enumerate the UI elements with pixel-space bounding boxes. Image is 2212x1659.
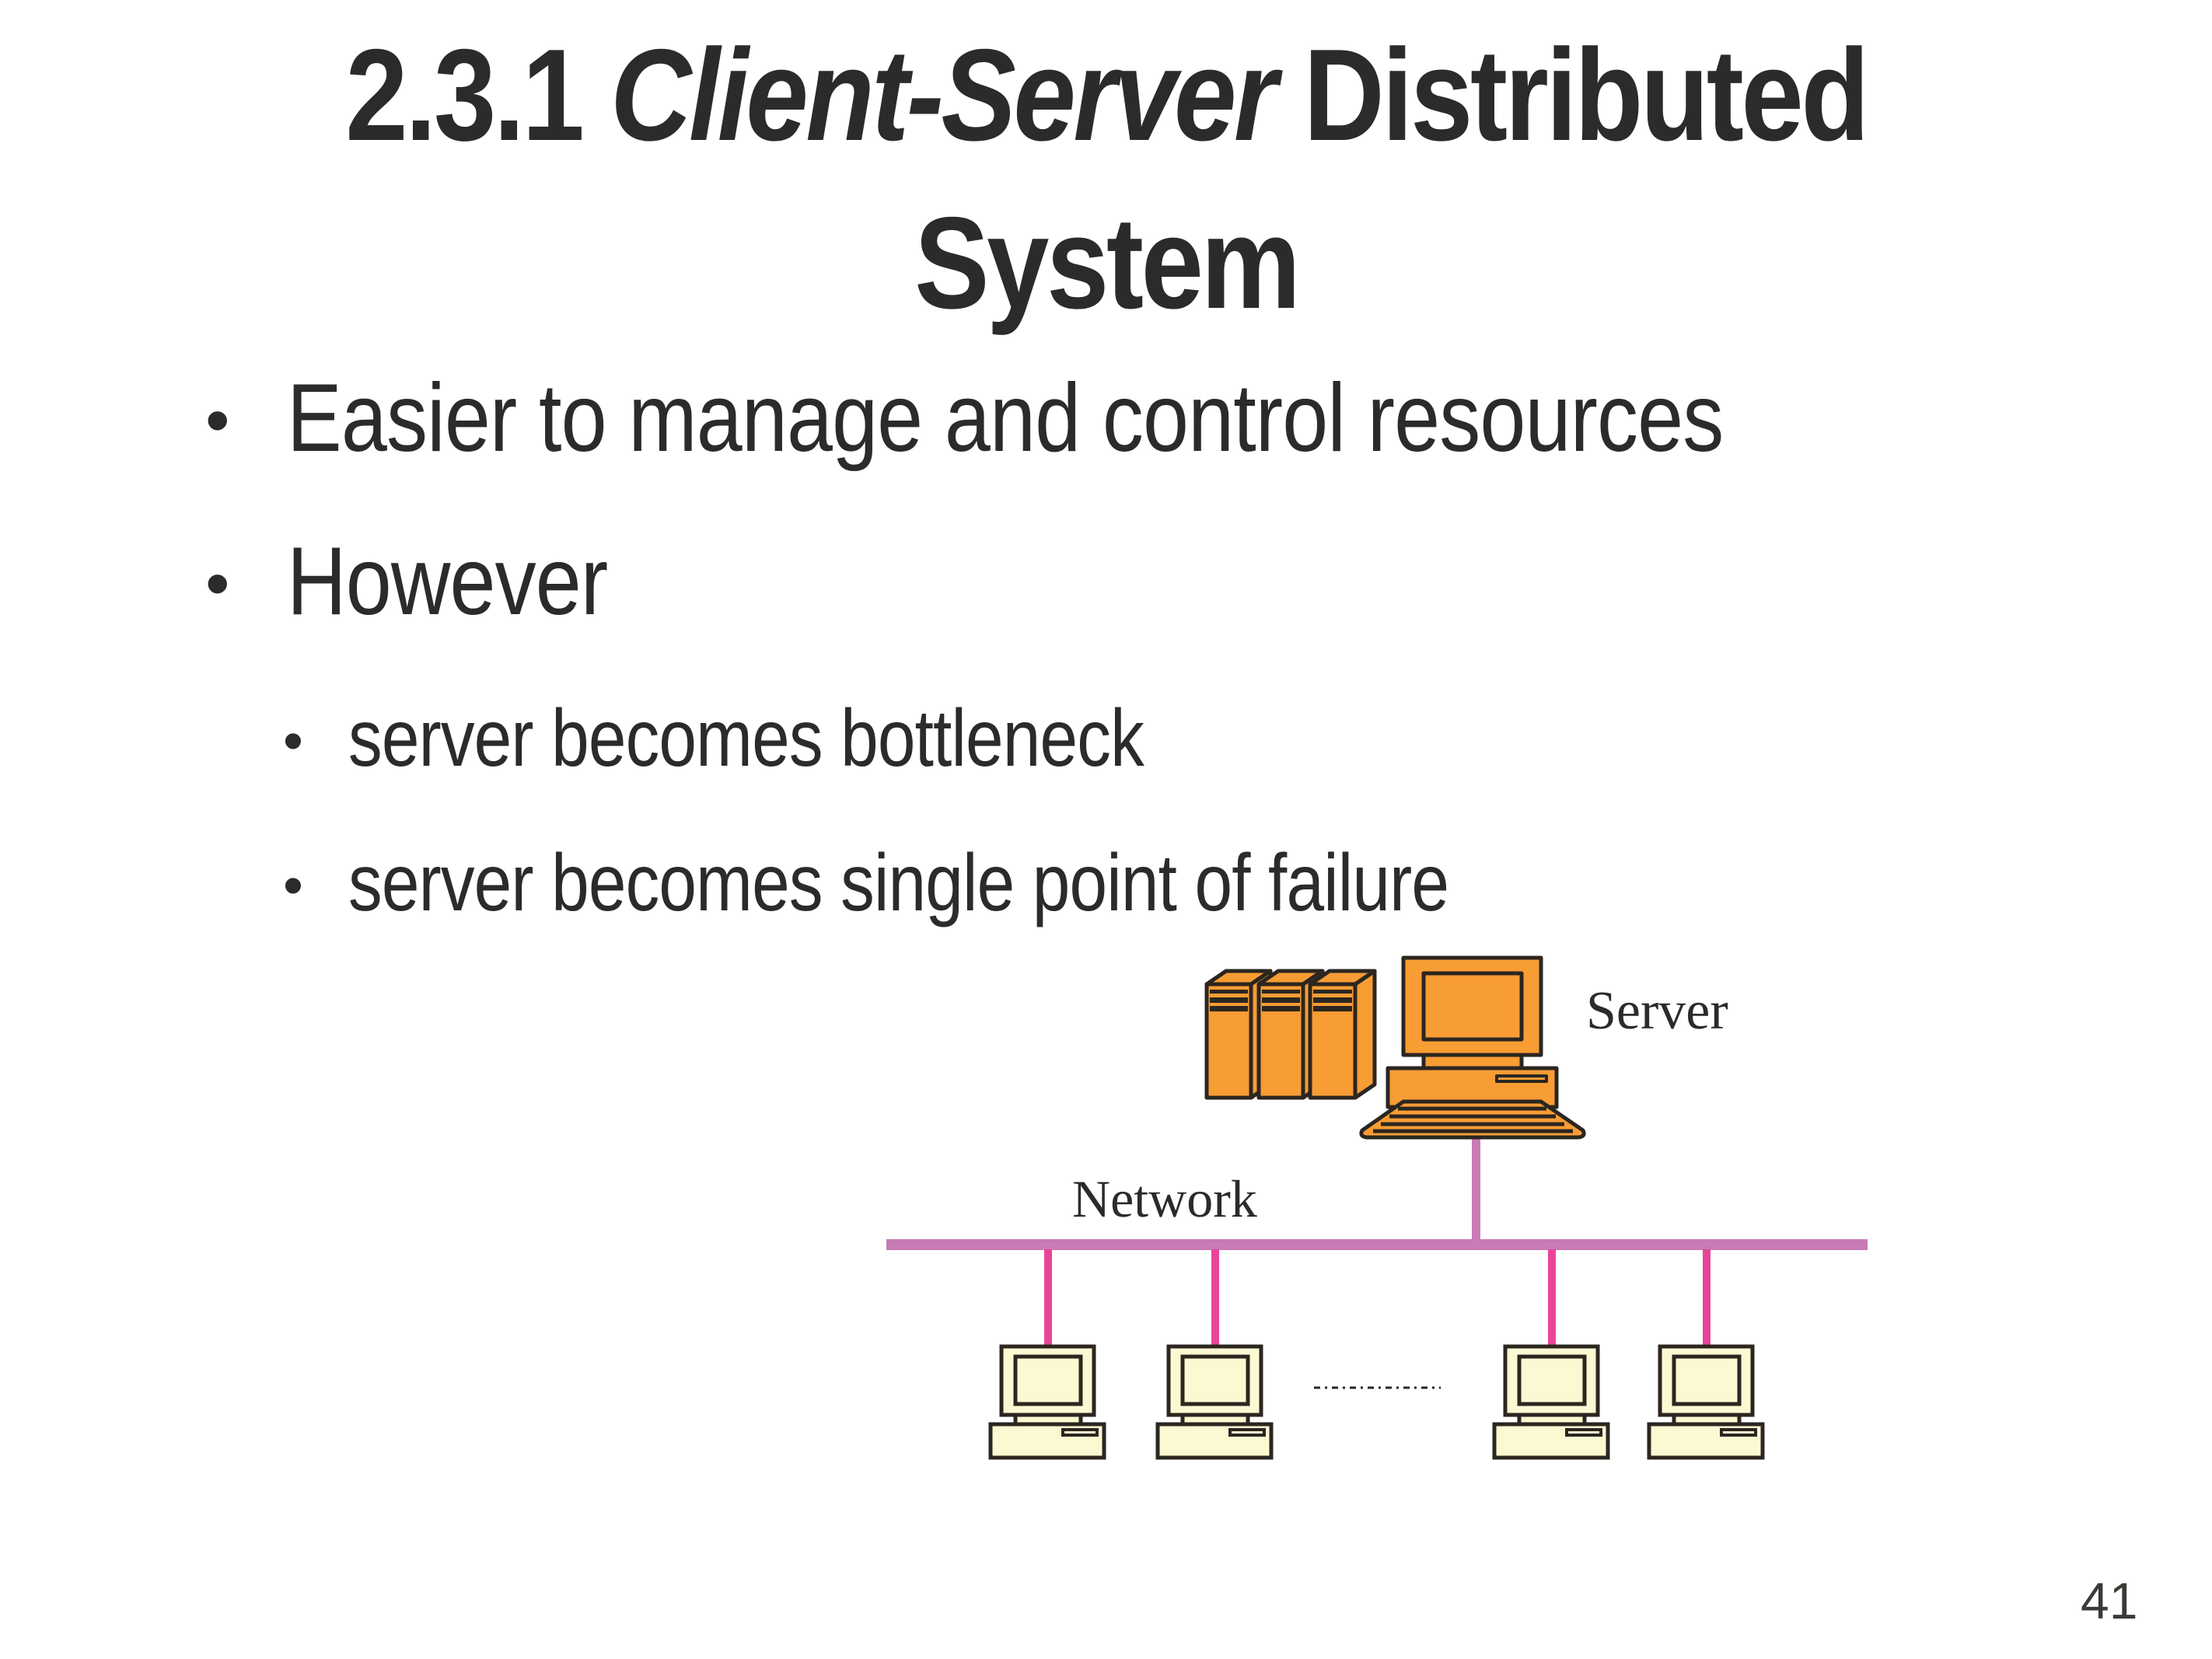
client-computer-icon (1155, 1344, 1274, 1460)
slide-title-line-2: System (0, 197, 2212, 328)
server-towers-icon (1204, 969, 1377, 1100)
title-italic-term: Client-Server (610, 22, 1277, 168)
bullet-item: • However (205, 528, 662, 635)
network-label: Network (1072, 1169, 1257, 1228)
bullet-dot-icon: • (205, 382, 230, 459)
sub-bullet-item: • server becomes bottleneck (283, 693, 1295, 784)
bullet-dot-icon: • (283, 708, 303, 773)
server-network-link (1472, 1135, 1480, 1245)
server-computer-icon (1359, 955, 1586, 1140)
client-computer-icon (988, 1344, 1106, 1460)
client-computer-icon (1647, 1344, 1765, 1460)
sub-bullet-item: • server becomes single point of failure (283, 838, 1658, 928)
title-line-2-text: System (914, 190, 1301, 336)
server-tower-icon (1308, 969, 1377, 1100)
bullet-text: Easier to manage and control resources (287, 365, 1724, 472)
sub-bullet-text: server becomes single point of failure (348, 838, 1449, 928)
title-rest: Distributed (1303, 22, 1869, 168)
client-network-link (1703, 1249, 1711, 1347)
client-computer-icon (1492, 1344, 1610, 1460)
bullet-dot-icon: • (205, 545, 230, 623)
title-section-number: 2.3.1 (345, 22, 585, 168)
server-label: Server (1586, 981, 1728, 1041)
network-bus (886, 1239, 1868, 1250)
sub-bullet-text: server becomes bottleneck (348, 693, 1144, 784)
page-number: 41 (2081, 1572, 2138, 1629)
slide-title-line-1: 2.3.1 Client-Server Distributed (0, 30, 2212, 160)
bullet-text: However (287, 528, 608, 635)
client-network-link (1548, 1249, 1556, 1347)
bullet-item: • Easier to manage and control resources (205, 365, 1967, 472)
bullet-dot-icon: • (283, 853, 303, 917)
client-network-link (1211, 1249, 1219, 1347)
client-network-link (1044, 1249, 1052, 1347)
